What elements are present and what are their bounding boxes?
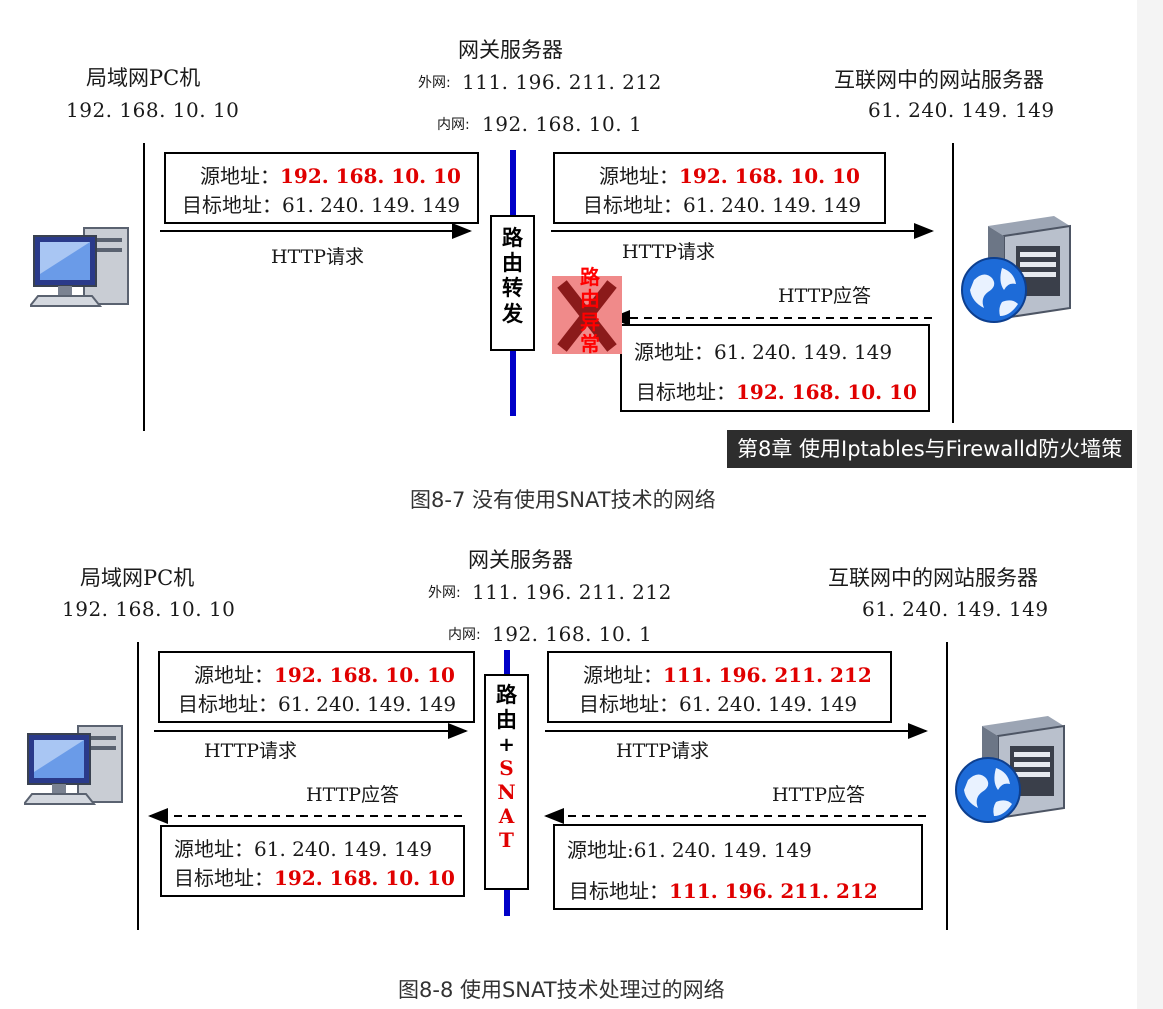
snat-char: S [499,756,514,781]
error-char: 常 [580,332,600,357]
figure-caption: 图8-8 使用SNAT技术处理过的网络 [398,978,725,1002]
pc-lifeline [143,143,145,431]
route-char: + [498,732,515,757]
dst-label: 目标地址： [178,692,278,716]
src-label: 源地址: [567,838,634,862]
route-forward-box: 路 由 转 发 [490,215,535,351]
web-server-globe-icon [952,712,1070,826]
gateway-wan-ip: 111. 196. 211. 212 [462,70,662,94]
response-label-right: HTTP应答 [778,285,872,307]
gateway-wan-ip: 111. 196. 211. 212 [472,580,672,604]
routing-error-marker [552,276,622,354]
src-address: 61. 240. 149. 149 [254,837,433,861]
packet-box-left-top: 源地址：192. 168. 10. 10 目标地址：61. 240. 149. … [158,651,475,723]
dst-label: 目标地址： [182,193,282,217]
web-server-globe-icon [958,212,1076,326]
request-label-right: HTTP请求 [616,740,710,762]
dst-address: 61. 240. 149. 149 [278,692,457,716]
response-label-left: HTTP应答 [306,784,400,806]
src-address: 61. 240. 149. 149 [633,838,812,862]
request-label-left: HTTP请求 [271,246,365,268]
route-char: 发 [502,300,523,326]
packet-box-right-bottom: 源地址:61. 240. 149. 149 目标地址：111. 196. 211… [553,824,923,910]
webserver-lifeline [946,642,948,930]
src-address: 61. 240. 149. 149 [714,340,893,364]
dst-address: 192. 168. 10. 10 [736,380,917,404]
page-edge [1137,0,1163,1009]
pc-title: 局域网PC机 [86,66,201,90]
route-char: 由 [496,707,517,733]
src-label: 源地址： [194,663,274,687]
webserver-lifeline [952,143,954,423]
dst-address: 111. 196. 211. 212 [669,879,878,903]
src-label: 源地址： [200,164,280,188]
src-address: 111. 196. 211. 212 [663,663,872,687]
packet-box-right-top: 源地址：111. 196. 211. 212 目标地址：61. 240. 149… [547,651,892,723]
routing-error-text: 路 由 异 常 [576,266,604,356]
request-label-left: HTTP请求 [204,740,298,762]
src-address: 192. 168. 10. 10 [679,164,860,188]
gateway-lan-label: 内网: [448,627,481,643]
packet-box-right-top: 源地址：192. 168. 10. 10 目标地址：61. 240. 149. … [553,152,886,224]
webserver-title: 互联网中的网站服务器 [828,566,1038,590]
pc-lifeline [137,642,139,930]
error-char: 异 [580,309,600,334]
snat-char: T [499,828,514,853]
gateway-title: 网关服务器 [468,548,573,572]
src-address: 192. 168. 10. 10 [274,663,455,687]
src-label: 源地址： [634,340,714,364]
packet-box-right-bottom: 源地址：61. 240. 149. 149 目标地址：192. 168. 10.… [620,324,930,412]
pc-ip: 192. 168. 10. 10 [66,98,240,122]
gateway-lan-label: 内网: [437,117,470,133]
route-snat-box: 路 由 + S N A T [484,674,529,890]
src-label: 源地址： [583,663,663,687]
route-char: 路 [496,682,517,707]
dst-label: 目标地址： [579,692,679,716]
dst-address: 192. 168. 10. 10 [274,866,455,890]
arrows-fig2 [148,723,928,824]
dst-label: 目标地址： [583,193,683,217]
error-x-icon [557,280,617,352]
gateway-lan-ip: 192. 168. 10. 1 [492,622,653,646]
error-char: 路 [580,265,600,289]
webserver-title: 互联网中的网站服务器 [834,68,1044,92]
src-label: 源地址： [599,164,679,188]
arrows-fig1 [160,223,934,326]
gateway-wan-label: 外网: [418,75,451,91]
error-char: 由 [580,287,600,312]
dst-label: 目标地址： [636,380,736,404]
packet-box-left-bottom: 源地址：61. 240. 149. 149 目标地址：192. 168. 10.… [160,825,465,897]
request-label-right: HTTP请求 [622,241,716,263]
chapter-watermark: 第8章 使用Iptables与Firewalld防火墙策 [727,430,1133,468]
route-char: 路 [502,225,523,250]
gateway-lan-ip: 192. 168. 10. 1 [482,112,643,136]
gateway-wan-label: 外网: [428,585,461,601]
route-char: 由 [502,250,523,276]
dst-address: 61. 240. 149. 149 [683,193,862,217]
pc-title: 局域网PC机 [80,566,195,590]
desktop-computer-icon [21,722,124,814]
pc-ip: 192. 168. 10. 10 [62,597,236,621]
gateway-title: 网关服务器 [458,38,563,62]
snat-char: N [497,780,516,805]
route-char: 转 [502,275,523,301]
dst-address: 61. 240. 149. 149 [679,692,858,716]
response-label-right: HTTP应答 [772,784,866,806]
desktop-computer-icon [27,224,130,316]
dst-label: 目标地址： [174,866,274,890]
dst-address: 61. 240. 149. 149 [282,193,461,217]
webserver-ip: 61. 240. 149. 149 [868,98,1055,122]
webserver-ip: 61. 240. 149. 149 [862,597,1049,621]
snat-char: A [498,804,515,829]
src-address: 192. 168. 10. 10 [280,164,461,188]
dst-label: 目标地址： [569,879,669,903]
figure-caption: 图8-7 没有使用SNAT技术的网络 [410,488,716,512]
packet-box-left: 源地址：192. 168. 10. 10 目标地址：61. 240. 149. … [164,152,479,224]
src-label: 源地址： [174,837,254,861]
